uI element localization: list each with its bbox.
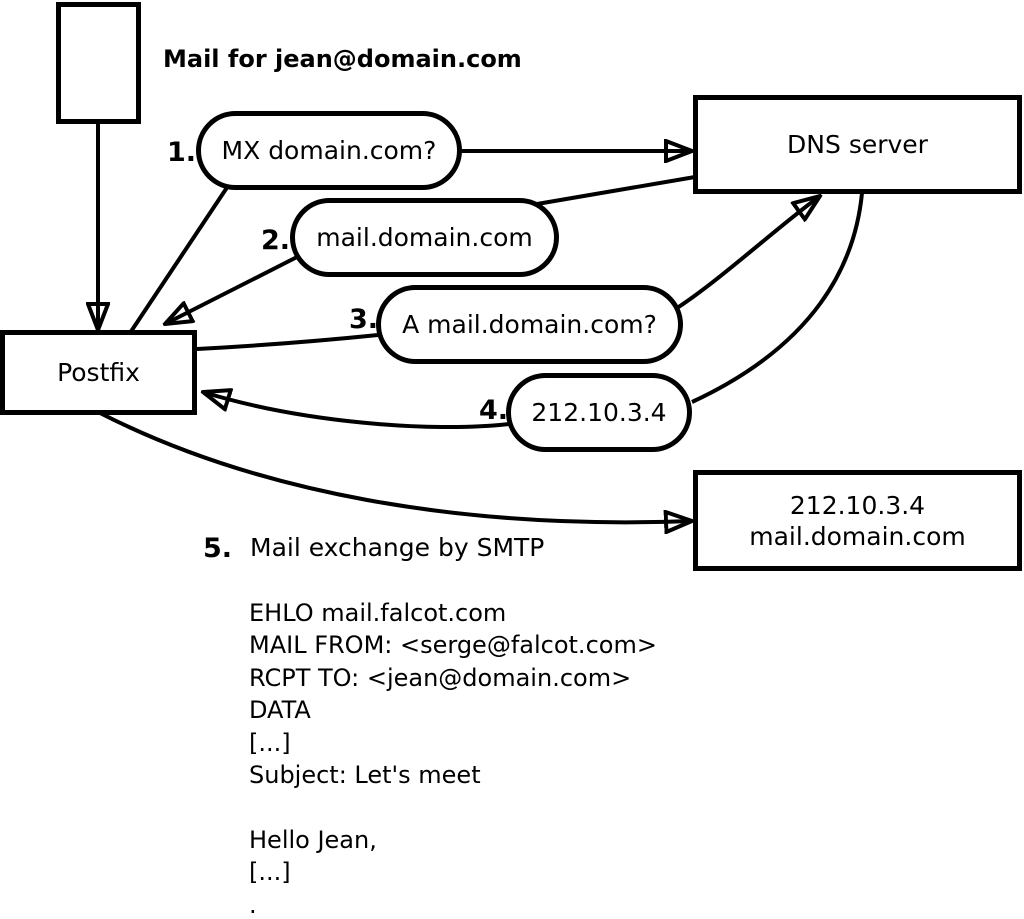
query-a-pill: A mail.domain.com? — [376, 285, 683, 364]
smtp-session-block: EHLO mail.falcot.com MAIL FROM: <serge@f… — [249, 597, 657, 919]
line-dns-to-answer2 — [536, 175, 696, 206]
step-5-label: Mail exchange by SMTP — [250, 533, 545, 562]
mail-server-ip: 212.10.3.4 mail.domain.com — [749, 490, 966, 551]
step-1-number: 1. — [166, 137, 196, 168]
dns-server-node: DNS server — [693, 95, 1022, 194]
mail-caption: Mail for jean@domain.com — [163, 45, 522, 73]
smtp-line: [...] — [249, 728, 291, 757]
smtp-line — [249, 791, 657, 823]
step-3-number: 3. — [348, 304, 378, 335]
step-5-number: 5. — [202, 533, 232, 564]
smtp-line: [...] — [249, 858, 291, 887]
mail-envelope-node — [56, 2, 141, 124]
postfix-label: Postfix — [57, 358, 140, 387]
arrow-smtp-to-mailserver — [99, 411, 692, 522]
query-a-label: A mail.domain.com? — [402, 310, 657, 339]
smtp-line: EHLO mail.falcot.com — [249, 599, 507, 627]
mail-server-node: 212.10.3.4 mail.domain.com — [693, 470, 1022, 571]
query-mx-label: MX domain.com? — [221, 136, 437, 165]
answer-a-label: 212.10.3.4 — [531, 398, 667, 427]
query-mx-pill: MX domain.com? — [196, 111, 462, 190]
arrow-answer4-to-postfix — [203, 392, 510, 430]
answer-mx-label: mail.domain.com — [316, 223, 533, 252]
dns-server-label: DNS server — [787, 130, 928, 159]
smtp-line: RCPT TO: <jean@domain.com> — [249, 663, 632, 692]
line-dns-to-answer4 — [691, 192, 864, 404]
mail-server-hostname: mail.domain.com — [749, 521, 966, 551]
step-4-number: 4. — [478, 395, 508, 426]
line-postfix-to-query1 — [128, 184, 230, 335]
step-2-number: 2. — [260, 225, 290, 256]
line-postfix-to-query3 — [196, 333, 379, 351]
smtp-line: MAIL FROM: <serge@falcot.com> — [249, 631, 657, 660]
postfix-node: Postfix — [0, 330, 197, 415]
answer-mx-pill: mail.domain.com — [290, 198, 559, 277]
arrow-answer2-to-postfix — [165, 255, 298, 324]
smtp-line: Subject: Let's meet — [249, 760, 481, 789]
smtp-line: DATA — [249, 696, 311, 725]
smtp-line: Hello Jean, — [249, 825, 377, 854]
answer-a-pill: 212.10.3.4 — [506, 373, 692, 452]
arrow-query3-to-dns — [675, 196, 820, 310]
smtp-line: . — [249, 890, 257, 919]
